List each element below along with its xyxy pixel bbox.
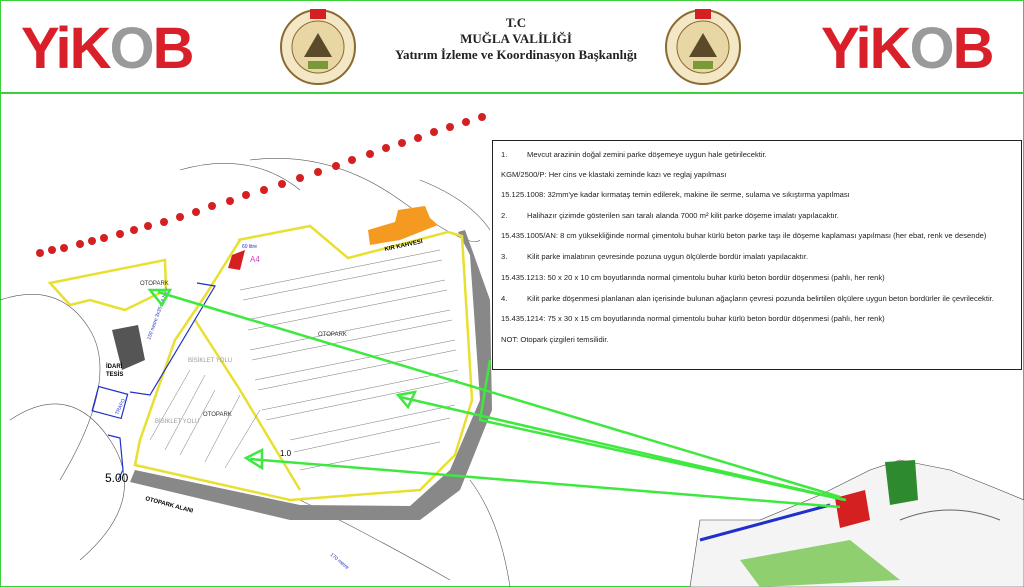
title-baskanlik: Yatırım İzleme ve Koordinasyon Başkanlığ… — [395, 47, 637, 62]
header: YiKOB T.C MUĞLA VALİLİĞİ Yatırım İzleme … — [1, 1, 1023, 94]
label-idari: İDARİ — [106, 363, 123, 370]
tree-row — [36, 113, 486, 257]
title-tc: T.C — [505, 15, 527, 30]
note-9: 15.435.1214: 75 x 30 x 15 cm boyutlarınd… — [501, 314, 885, 323]
label-tesis: TESİS — [106, 371, 123, 378]
kir-kahvesi-building — [368, 206, 438, 245]
note-1: 1.Mevcut arazinin doğal zemini parke döş… — [501, 150, 767, 159]
kilit-parke-area — [47, 224, 474, 502]
yikob-logo-left: YiKOB — [21, 16, 195, 81]
header-title: T.C MUĞLA VALİLİĞİ Yatırım İzleme ve Koo… — [381, 15, 651, 63]
note-2: KGM/2500/P: Her cins ve klastaki zeminde… — [501, 170, 727, 179]
mugla-seal-right — [665, 9, 741, 85]
label-bisiklet-yolu-1: BİSİKLET YOLU — [188, 357, 232, 364]
label-otopark-3: OTOPARK — [203, 412, 232, 418]
title-valilik: MUĞLA VALİLİĞİ — [460, 31, 572, 46]
label-trafo: TRAFO — [114, 398, 127, 416]
label-60m: 60 litre — [242, 244, 257, 250]
electric-line — [91, 282, 216, 481]
notes-box: 1.Mevcut arazinin doğal zemini parke döş… — [492, 140, 1022, 370]
site-plan-map: OTOPARK OTOPARK OTOPARK KIR KAHVESİ İDAR… — [0, 113, 1024, 587]
bordur-hatch — [130, 230, 492, 520]
note-3: 15.125.1008: 32mm'ye kadar kırmataş temi… — [501, 190, 850, 199]
parking-stalls — [149, 249, 459, 471]
label-otopark-1: OTOPARK — [140, 281, 169, 287]
note-8: 4.Kilit parke döşenmesi planlanan alan i… — [501, 294, 994, 303]
label-elev-5: 5.00 — [105, 471, 129, 485]
label-otopark-2: OTOPARK — [318, 332, 347, 338]
label-a4: A4 — [250, 255, 260, 264]
label-otopark-alani: OTOPARK ALANI — [144, 496, 193, 515]
a4-marker — [228, 250, 245, 270]
idari-tesis-building — [112, 325, 145, 370]
callout-arrows — [147, 288, 847, 509]
overview-inset — [689, 459, 1024, 587]
note-7: 15.435.1213: 50 x 20 x 10 cm boyutlarınd… — [501, 273, 885, 282]
mugla-seal-left — [280, 9, 356, 85]
note-5: 15.435.1005/AN: 8 cm yüksekliğinde norma… — [501, 231, 987, 240]
yikob-logo-right: YiKOB — [821, 16, 995, 81]
note-6: 3.Kilit parke imalatının çevresinde pozu… — [501, 252, 809, 261]
note-4: 2.Halihazır çizimde gösterilen sarı tara… — [501, 211, 839, 220]
note-10: NOT: Otopark çizgileri temsilidir. — [501, 335, 609, 344]
label-bisiklet-yolu-2: BİSİKLET YOLU — [155, 418, 199, 425]
label-elev-1: 1.0 — [280, 449, 292, 458]
label-170m: 170 metre — [329, 552, 350, 571]
